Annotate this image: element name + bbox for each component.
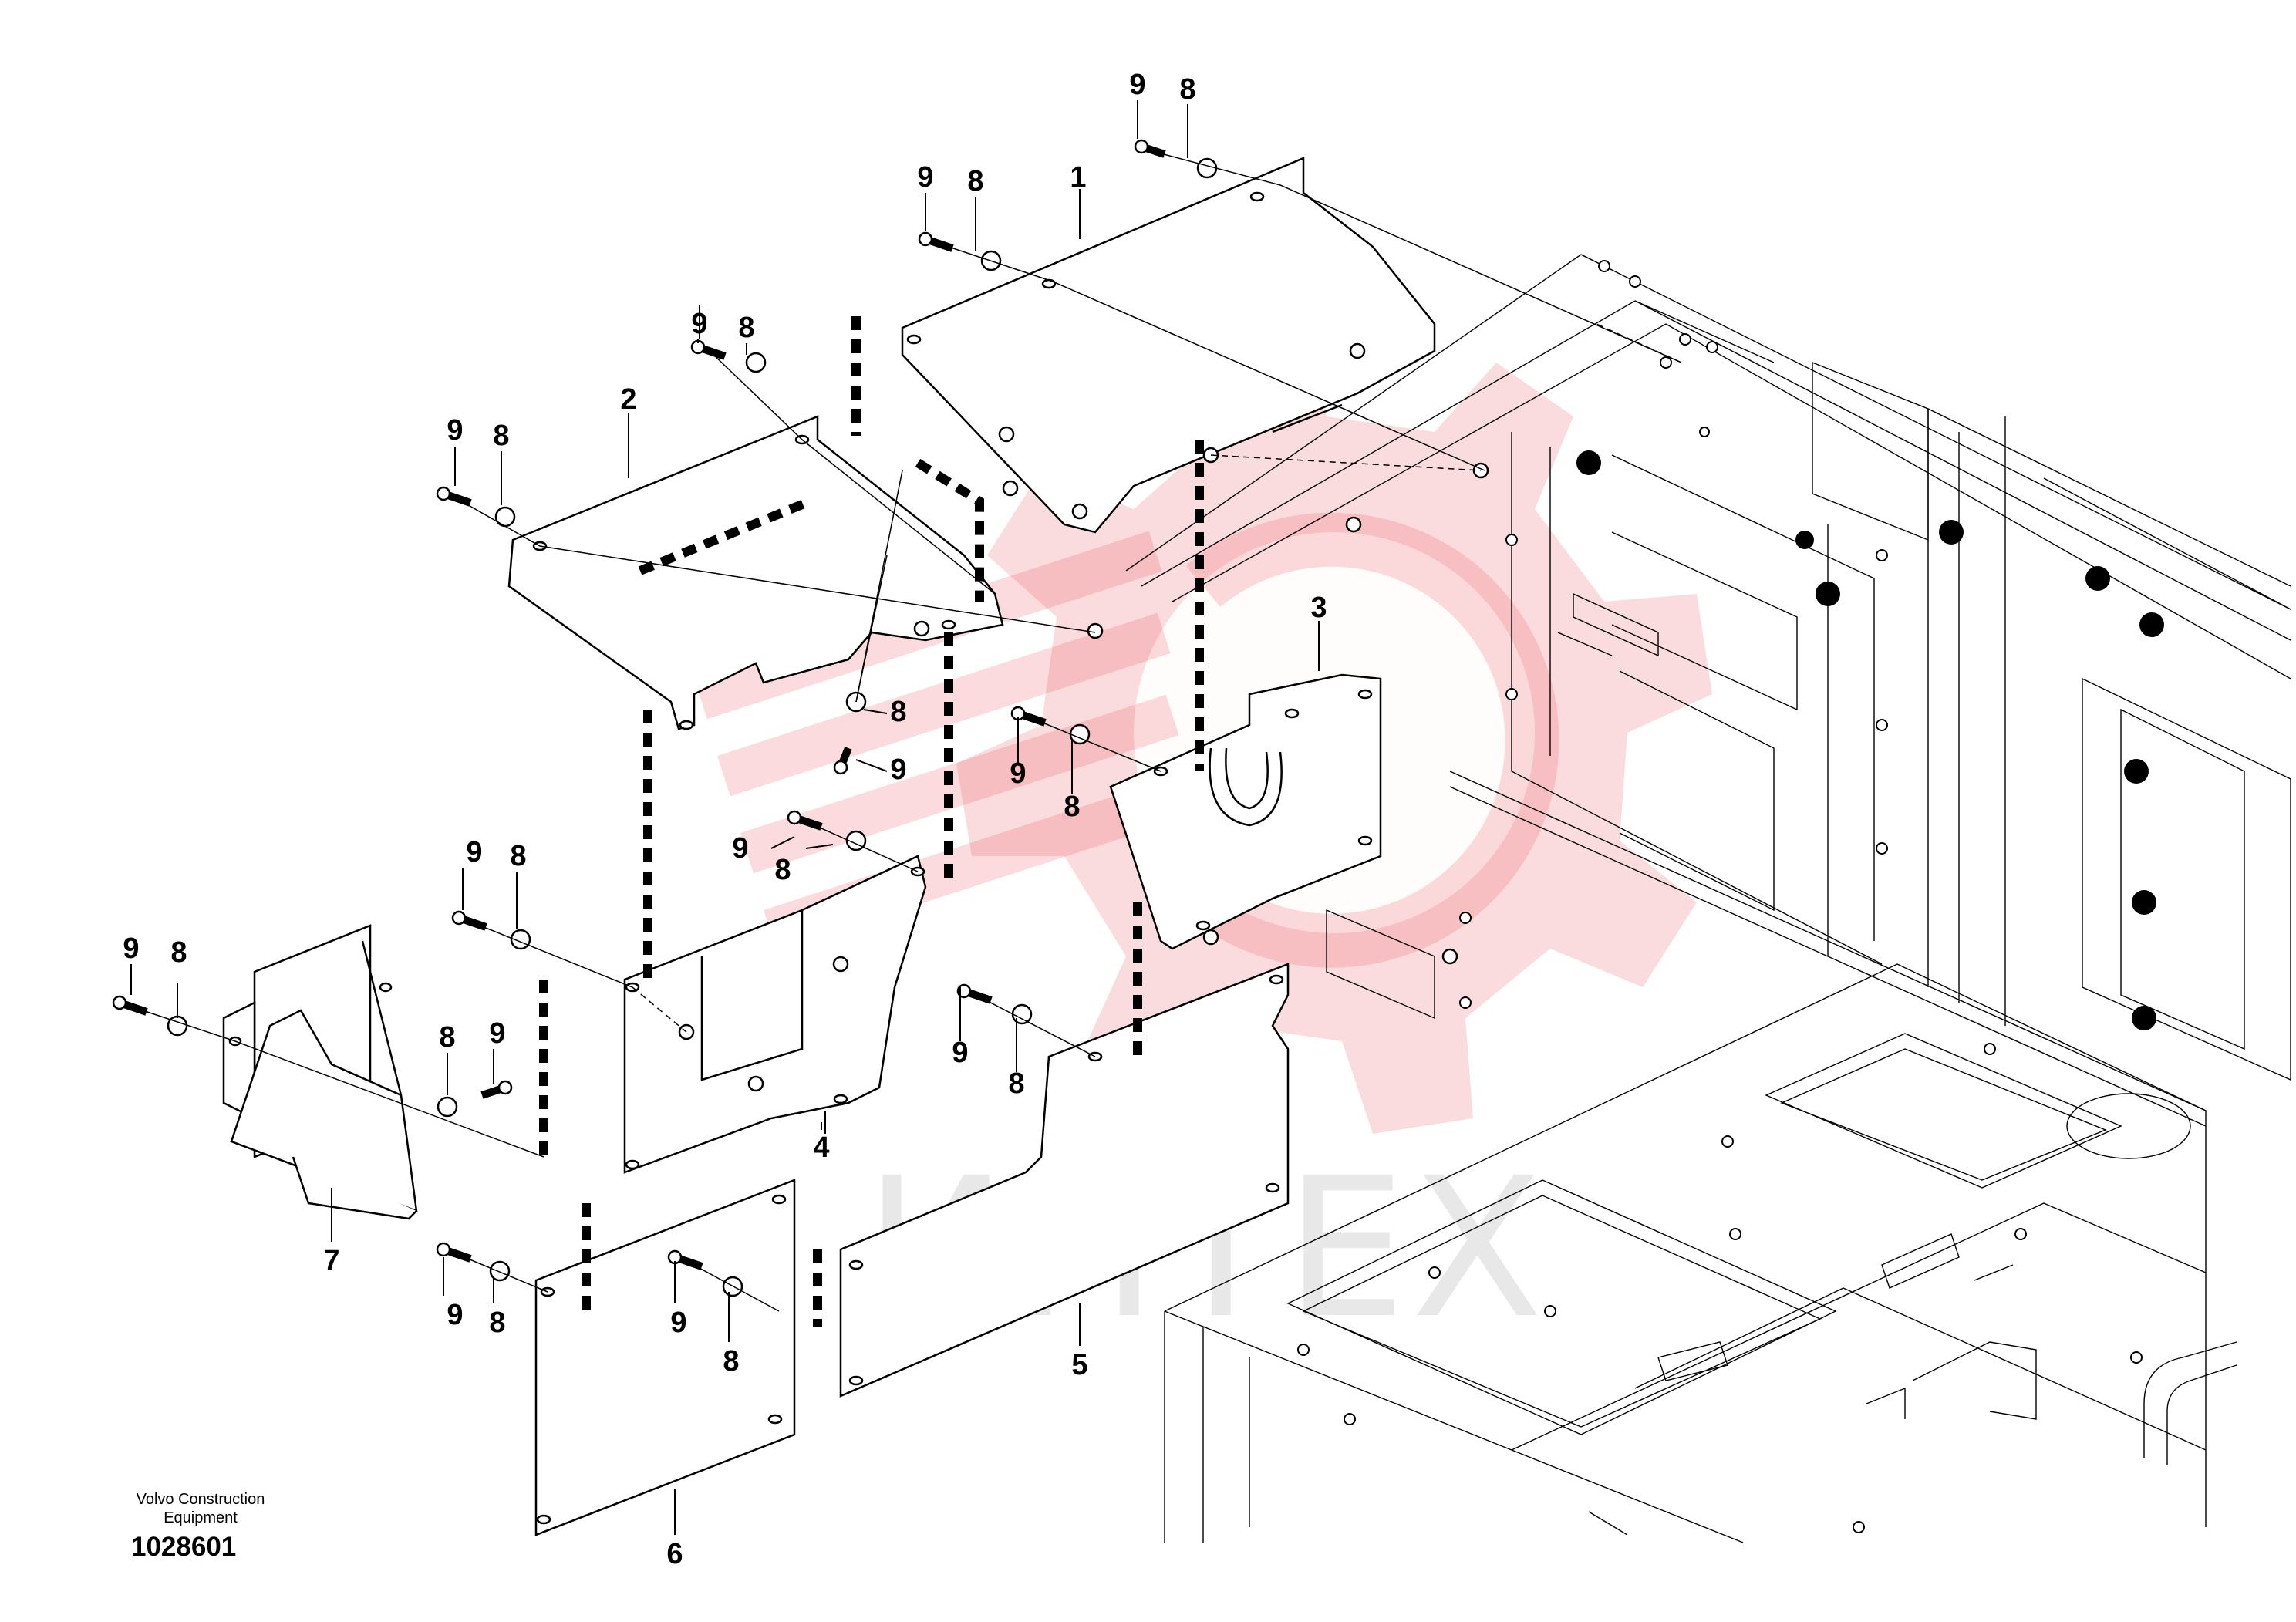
callout-washer: 8 (1008, 1067, 1024, 1100)
callouts: 1 2 3 4 5 6 7 9 8 9 8 9 8 9 8 8 9 9 8 9 … (123, 69, 1327, 1570)
callout-part-3: 3 (1310, 592, 1327, 624)
callout-part-2: 2 (620, 383, 636, 416)
callout-washer: 8 (510, 840, 526, 872)
callout-part-1: 1 (1070, 161, 1086, 194)
brand-line-2: Equipment (164, 1509, 238, 1526)
brand-caption: Volvo Construction Equipment (100, 1490, 301, 1527)
callout-washer: 8 (738, 312, 754, 344)
rubber-seals (539, 316, 1204, 1327)
assembly-lines (130, 150, 1682, 1312)
cover-plate-part-2 (507, 415, 1004, 730)
cover-plate-part-3 (1109, 673, 1382, 950)
callout-washer: 8 (890, 696, 906, 728)
cover-plate-part-6 (534, 1179, 796, 1536)
callout-part-5: 5 (1071, 1349, 1087, 1381)
callout-washer: 8 (774, 854, 791, 886)
fastener-set-part2-right (690, 339, 767, 373)
callout-part-7: 7 (323, 1245, 339, 1277)
frame-bolts (1297, 260, 2143, 1533)
callout-bolt: 9 (952, 1037, 968, 1069)
fastener-set-part6-left (436, 1242, 511, 1282)
cover-plate-part-1 (901, 157, 1436, 534)
callout-bolt: 9 (691, 308, 707, 340)
leader-lines (130, 100, 1320, 1535)
callout-washer: 8 (170, 936, 187, 969)
callout-bolt: 9 (447, 1299, 463, 1331)
frame-rubber-mounts (1576, 450, 2164, 1030)
callout-washer: 8 (723, 1345, 739, 1378)
fastener-set-part7-right (437, 1080, 513, 1118)
fastener-set-part2-left (436, 486, 516, 528)
callout-washer: 8 (489, 1307, 505, 1339)
callout-washer: 8 (1064, 791, 1080, 823)
callout-bolt: 9 (1010, 757, 1026, 790)
callout-bolt: 9 (670, 1307, 686, 1339)
callout-washer: 8 (967, 165, 983, 197)
brand-line-1: Volvo Construction (136, 1491, 265, 1508)
callout-bolt: 9 (917, 161, 933, 194)
callout-washer: 8 (493, 420, 509, 452)
fasteners (112, 139, 1489, 1297)
cover-plate-part-5 (839, 963, 1290, 1398)
fastener-set-part7-left (112, 995, 188, 1037)
callout-washer: 8 (1179, 73, 1195, 106)
callout-part-4: 4 (813, 1131, 829, 1164)
callout-bolt: 9 (489, 1017, 505, 1050)
fastener-set-top-right (1134, 139, 1218, 179)
fastener-set-part1-left (918, 231, 1002, 271)
cover-plate-part-4 (623, 855, 927, 1174)
callout-bolt: 9 (447, 414, 463, 447)
callout-bolt: 9 (123, 932, 139, 965)
callout-bolt: 9 (466, 836, 482, 868)
fastener-set-center (833, 691, 867, 775)
callout-bolt: 9 (1129, 69, 1145, 101)
bracket-part-7 (222, 924, 418, 1220)
document-number: 1028601 (131, 1532, 237, 1562)
callout-bolt: 9 (890, 754, 906, 786)
callout-part-6: 6 (666, 1538, 683, 1570)
callout-washer: 8 (439, 1021, 455, 1054)
callout-bolt: 9 (732, 832, 748, 865)
